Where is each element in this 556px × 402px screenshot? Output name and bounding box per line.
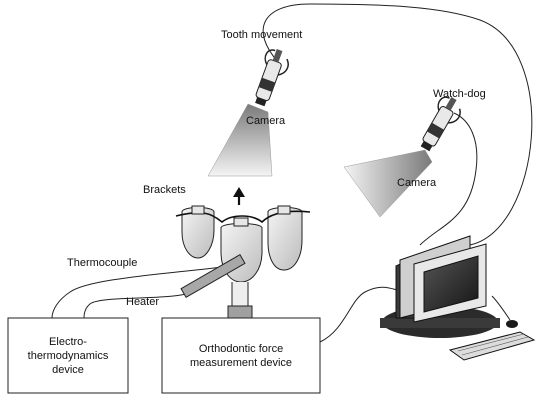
tooth-movement-label: Tooth movement <box>221 29 302 41</box>
camera-2-label: Camera <box>397 177 437 189</box>
cable-heater <box>83 293 187 319</box>
force-device-label-line1: Orthodontic force <box>199 343 283 355</box>
camera-1-beam <box>207 103 273 177</box>
brackets-label: Brackets <box>143 184 186 196</box>
cable-camera1-to-computer <box>262 3 533 246</box>
heater-label: Heater <box>126 296 159 308</box>
watch-dog-label: Watch-dog <box>433 88 486 100</box>
camera-1-label: Camera <box>246 115 286 127</box>
cable-camera2-to-computer <box>419 112 478 246</box>
force-measurement-device-box <box>161 317 321 394</box>
thermocouple-label: Thermocouple <box>67 257 137 269</box>
electro-device-label-line2: thermodynamics <box>28 350 109 362</box>
sensor-block <box>227 305 253 319</box>
bracket <box>233 217 249 227</box>
camera-icon <box>255 49 289 107</box>
tooth-icon <box>267 207 303 271</box>
electro-thermodynamics-device-box <box>7 317 129 394</box>
computer-icon <box>380 235 536 361</box>
cables <box>51 3 533 343</box>
cable-thermocouple <box>51 265 231 319</box>
teeth-model <box>175 205 311 319</box>
force-device-label-line2: measurement device <box>190 357 292 369</box>
heater-rod <box>180 253 246 299</box>
electro-device-label-line1: Electro- <box>49 336 87 348</box>
camera-icon <box>420 96 461 152</box>
bracket <box>191 205 205 215</box>
cable-computer-to-force-device <box>319 286 398 343</box>
camera-2-beam <box>343 149 433 218</box>
electro-device-label-line3: device <box>52 364 84 376</box>
bracket <box>277 205 291 215</box>
arrow-up-icon <box>233 187 245 205</box>
